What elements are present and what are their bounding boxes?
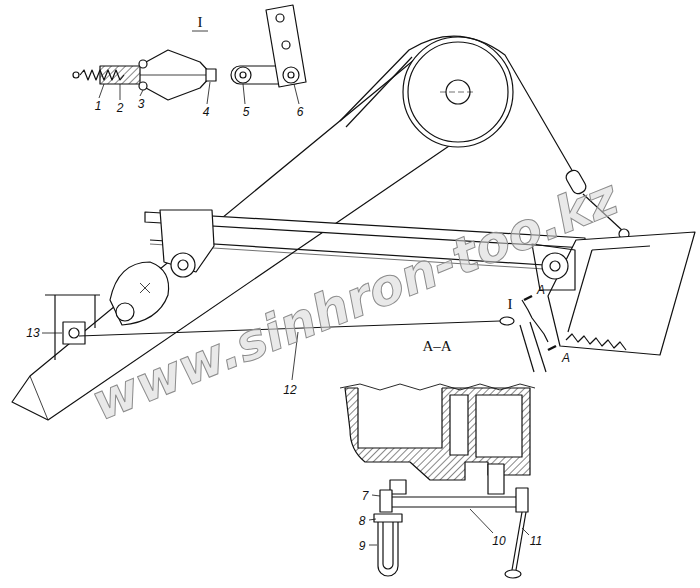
callout-number: 11 — [530, 535, 542, 547]
callout-number: 7 — [362, 490, 369, 502]
callout-number: 3 — [138, 98, 145, 110]
callout-number: 8 — [359, 515, 366, 527]
detail-label: I — [198, 15, 203, 30]
callout-number: 6 — [297, 106, 304, 118]
callout-number: 1 — [95, 100, 102, 112]
callout-number: 4 — [203, 106, 210, 118]
callout-number: 12 — [283, 384, 296, 396]
callout-number: 2 — [117, 102, 124, 114]
detail-label: I — [508, 297, 513, 312]
callout-number: 9 — [359, 540, 366, 552]
section-letter: A — [537, 284, 545, 296]
watermark: www.sinhron-too.kz — [85, 172, 625, 429]
callout-number: 5 — [243, 106, 250, 118]
callout-number: 10 — [492, 535, 505, 547]
section-title: A–A — [422, 339, 451, 354]
section-letter: A — [562, 352, 570, 364]
callout-number: 13 — [26, 327, 39, 339]
